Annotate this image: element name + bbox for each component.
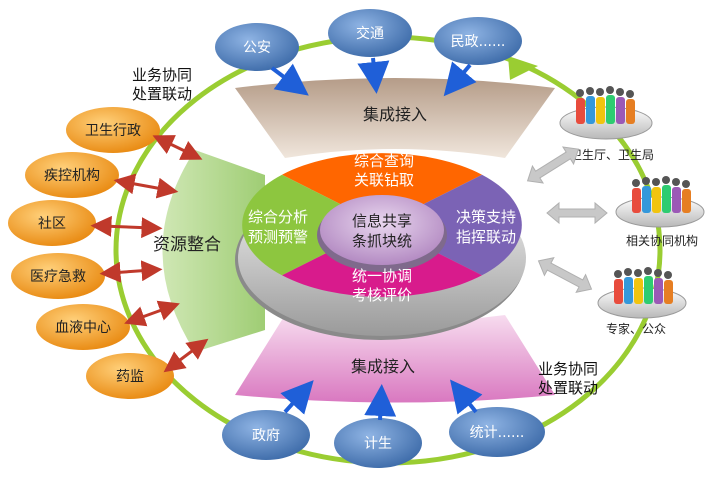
- left-node-blood-center: [36, 304, 130, 350]
- arrow-top-2: [357, 57, 390, 94]
- top-node-label: 交通: [356, 25, 384, 42]
- segment-top-text-2: 关联钻取: [354, 171, 414, 189]
- red-arrow-2: [113, 173, 179, 199]
- left-node-label: 血液中心: [55, 320, 111, 336]
- left-node-label: 药监: [116, 369, 144, 385]
- bottom-node-label: 统计......: [470, 425, 525, 441]
- grey-arrow-2: [546, 201, 608, 225]
- left-node-community: [8, 200, 96, 246]
- right-group-label: 卫生厅、卫生局: [570, 148, 654, 162]
- red-arrow-5: [124, 300, 180, 327]
- segment-right: [382, 174, 522, 276]
- business-label-top-line1: 业务协同: [132, 66, 193, 84]
- arrow-top-1: [270, 63, 309, 96]
- resource-integration-label: 资源整合: [153, 235, 221, 255]
- segment-right-text-2: 指挥联动: [456, 228, 516, 246]
- business-label-top-line2: 处置联动: [132, 85, 193, 103]
- arrow-top-3: [443, 61, 477, 97]
- grey-arrow-3: [537, 257, 593, 293]
- left-node-health-admin: [66, 107, 160, 153]
- top-node-transport: [328, 9, 412, 57]
- bottom-node-label: 计生: [364, 436, 392, 452]
- red-arrow-3: [90, 215, 163, 239]
- center-text-1: 信息共享: [352, 212, 412, 230]
- integration-label-top: 集成接入: [363, 105, 427, 124]
- business-label-bottom: 业务协同 处置联动: [538, 360, 598, 398]
- segment-left-text-2: 预测预警: [248, 228, 308, 246]
- segment-top-text-1: 综合查询: [354, 152, 414, 170]
- right-group-label: 专家、公众: [606, 321, 666, 336]
- people-group-health-dept: [559, 86, 653, 140]
- left-node-label: 卫生行政: [85, 123, 141, 139]
- segment-left: [242, 174, 382, 276]
- left-node-label: 医疗急救: [30, 269, 86, 285]
- bottom-node-government: [222, 410, 310, 460]
- center-text-2: 条抓块统: [352, 232, 412, 250]
- arrow-bottom-2: [364, 384, 397, 421]
- red-arrow-4: [99, 260, 163, 283]
- arrow-bottom-1: [280, 380, 314, 415]
- red-arrow-6: [163, 338, 209, 373]
- segment-left-text-1: 综合分析: [248, 208, 308, 226]
- business-label-bottom-line1: 业务协同: [538, 360, 599, 378]
- bottom-node-statistics: [449, 407, 545, 457]
- segment-bottom-text-1: 统一协调: [352, 267, 412, 285]
- segment-top: [282, 153, 482, 225]
- left-node-label: 社区: [38, 216, 66, 232]
- segment-bottom-text-2: 考核评价: [352, 286, 412, 304]
- integration-fan-top: [235, 78, 555, 158]
- grey-arrow-1: [526, 146, 580, 184]
- integration-label-bottom: 集成接入: [351, 357, 415, 376]
- left-node-drug-supervision: [86, 353, 174, 399]
- top-node-civil-affairs: [434, 17, 522, 65]
- people-group-experts-public: [597, 267, 687, 319]
- left-node-emergency: [11, 253, 105, 299]
- ring-arrowhead: [508, 56, 538, 80]
- top-node-label: 公安: [243, 40, 271, 56]
- bottom-node-label: 政府: [252, 428, 280, 444]
- left-node-label: 疾控机构: [44, 168, 100, 184]
- resource-panel: [162, 150, 265, 352]
- center-ellipse: [320, 195, 444, 265]
- arrow-bottom-3: [450, 379, 483, 415]
- segment-right-text-1: 决策支持: [456, 208, 516, 226]
- top-node-public-security: [215, 23, 299, 71]
- top-node-label: 民政......: [451, 34, 506, 50]
- people-group-collab-orgs: [615, 176, 705, 228]
- bottom-node-family-planning: [334, 418, 422, 468]
- business-label-top: 业务协同 处置联动: [132, 66, 192, 104]
- right-group-label: 相关协同机构: [626, 233, 698, 248]
- left-node-disease-control: [25, 152, 119, 198]
- red-arrow-1: [152, 135, 203, 160]
- business-label-bottom-line2: 处置联动: [538, 379, 599, 397]
